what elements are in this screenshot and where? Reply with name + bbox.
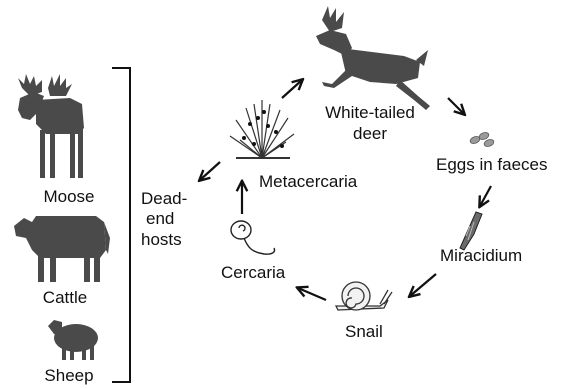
miracidium-icon: [460, 212, 482, 250]
stage-label-deer-line2: deer: [353, 124, 387, 144]
stage-label-cercaria: Cercaria: [221, 263, 285, 283]
dead-end-label-line1: Dead-: [141, 189, 187, 209]
stage-label-miracidium: Miracidium: [440, 246, 522, 266]
cercaria-icon: [231, 221, 275, 254]
dead-end-hosts-bracket: [112, 68, 130, 382]
arrow-eggs-to-miracidium: [480, 186, 491, 206]
stage-label-eggs: Eggs in faeces: [436, 155, 548, 175]
dead-end-label-line3: hosts: [141, 230, 182, 250]
stage-label-metacercaria: Metacercaria: [259, 172, 357, 192]
stage-label-snail: Snail: [345, 322, 383, 342]
arrow-snail-to-cercaria: [298, 288, 326, 300]
eggs-icon: [469, 131, 495, 147]
deer-silhouette-icon: [316, 6, 430, 110]
dead-end-label-line2: end: [146, 209, 174, 229]
snail-icon: [336, 282, 392, 310]
moose-silhouette-icon: [18, 74, 84, 178]
host-label-sheep: Sheep: [44, 366, 93, 386]
cattle-silhouette-icon: [14, 216, 110, 282]
host-label-moose: Moose: [43, 187, 94, 207]
arrow-metacercaria-to-dead-end: [200, 162, 220, 180]
sheep-silhouette-icon: [48, 320, 98, 360]
arrow-miracidium-to-snail: [410, 274, 436, 296]
stage-label-deer-line1: White-tailed: [325, 103, 415, 123]
arrow-deer-to-eggs: [448, 98, 464, 114]
plant-with-cysts-icon: [230, 100, 294, 158]
arrow-metacercaria-to-deer: [282, 80, 302, 98]
host-label-cattle: Cattle: [43, 288, 87, 308]
